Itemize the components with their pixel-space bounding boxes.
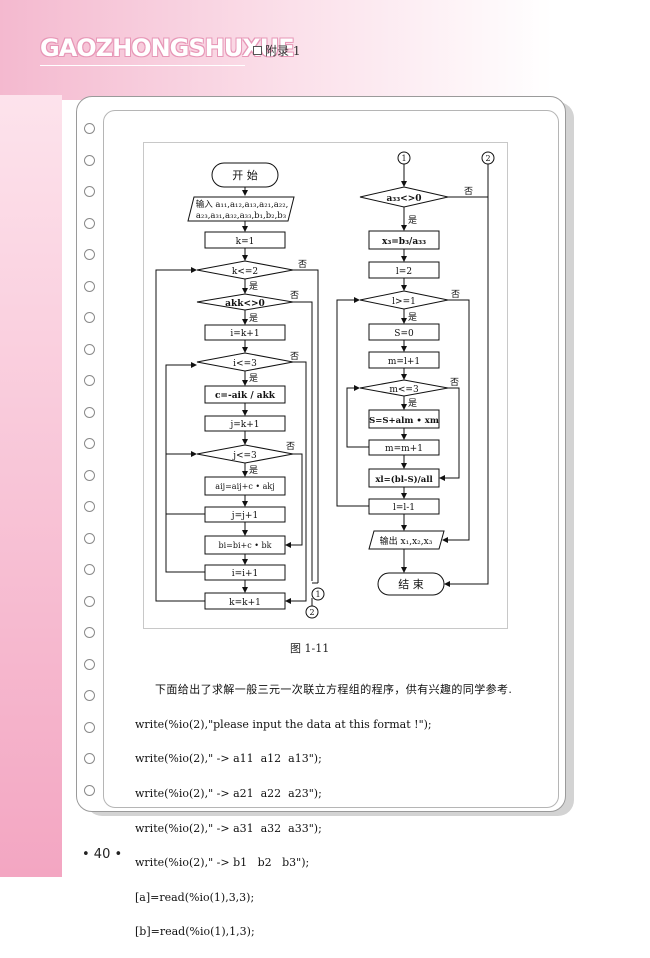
connector-1-circle-left [311, 587, 325, 601]
flowchart-figure: 开 始 输入 a₁₁,a₁₂,a₁₃,a₂₁,a₂₂, a₂₃,a₃₁,a₃₂,… [143, 142, 508, 629]
yes-label-i: 是 [249, 373, 258, 384]
code-line: write(%io(2),"please input the data at t… [135, 717, 432, 731]
binder-hole [84, 249, 95, 260]
x3-assign-label: x₃=b₃/a₃₃ [382, 237, 426, 247]
binder-hole [84, 123, 95, 134]
binder-hole [84, 533, 95, 544]
binder-hole [84, 722, 95, 733]
m-init-label: m=l+1 [388, 357, 420, 367]
binder-hole [84, 564, 95, 575]
connector-2-label-left: 2 [309, 608, 314, 617]
flowchart-svg: 开 始 输入 a₁₁,a₁₂,a₁₃,a₂₁,a₂₂, a₂₃,a₃₁,a₃₂,… [155, 151, 495, 619]
side-band [0, 95, 62, 877]
binder-hole [84, 344, 95, 355]
section-box-icon [253, 46, 262, 55]
figure-caption: 图 1-11 [290, 642, 330, 655]
xl-assign-label: xl=(bl-S)/all [375, 474, 433, 485]
connector-1-label-right: 1 [401, 154, 406, 163]
code-line: [a]=read(%io(1),3,3); [135, 890, 255, 904]
output-parallelogram [368, 530, 445, 550]
no-label-l: 否 [451, 289, 460, 300]
start-label: 开 始 [232, 168, 258, 182]
no-label-akk: 否 [290, 290, 299, 301]
yes-label-akk: 是 [249, 313, 258, 324]
s-init-label: S=0 [394, 329, 414, 339]
a33-cond-label: a₃₃<>0 [386, 194, 421, 204]
j-inc-label: j=j+1 [231, 511, 258, 521]
page-number: • 40 • [82, 847, 123, 862]
k-init-label: k=1 [236, 237, 255, 247]
header-band [0, 0, 650, 100]
yes-label-j: 是 [249, 465, 258, 476]
yes-label-l: 是 [408, 312, 417, 323]
output-label: 输出 x₁,x₂,x₃ [380, 535, 433, 547]
no-label-i: 否 [290, 351, 299, 362]
no-label-a33: 否 [464, 186, 473, 197]
j-cond-label: j<=3 [232, 451, 257, 461]
binder-hole [84, 312, 95, 323]
no-label-k: 否 [298, 259, 307, 270]
m-cond-label: m<=3 [389, 385, 419, 395]
c-assign-label: c=-aik / akk [215, 391, 276, 401]
bi-update-label: bi=bi+c • bk [218, 541, 271, 550]
binder-hole [84, 407, 95, 418]
m-inc-label: m=m+1 [385, 444, 423, 454]
binder-hole [84, 186, 95, 197]
header-rule [40, 65, 245, 66]
binder-hole [84, 501, 95, 512]
yes-label-a33: 是 [408, 215, 417, 226]
input-parallelogram [187, 196, 295, 222]
binder-hole [84, 753, 95, 764]
code-line: [b]=read(%io(1),1,3); [135, 925, 255, 939]
end-label: 结 束 [398, 578, 424, 591]
input-label-line1: 输入 a₁₁,a₁₂,a₁₃,a₂₁,a₂₂, [196, 199, 289, 210]
binder-hole [84, 470, 95, 481]
binder-hole [84, 438, 95, 449]
code-line: write(%io(2)," -> a21 a22 a23"); [135, 787, 322, 801]
binder-hole [84, 690, 95, 701]
akk-cond-label: akk<>0 [225, 299, 265, 309]
i-cond-label: i<=3 [233, 359, 257, 369]
connector-2-circle-left [305, 605, 319, 619]
binder-hole [84, 375, 95, 386]
code-line: write(%io(2)," -> a31 a32 a33"); [135, 821, 322, 835]
binder-hole [84, 785, 95, 796]
binder-hole [84, 281, 95, 292]
code-line: write(%io(2)," -> a11 a12 a13"); [135, 752, 322, 766]
connector-2-label-right: 2 [485, 154, 490, 163]
connector-1-label-left: 1 [315, 590, 320, 599]
l-cond-label: l>=1 [392, 297, 416, 307]
s-update-label: S=S+alm • xm [369, 416, 439, 426]
binder-hole [84, 596, 95, 607]
i-inc-label: i=i+1 [232, 569, 259, 579]
j-init-label: j=k+1 [229, 420, 259, 430]
code-line: write(%io(2)," -> b1 b2 b3"); [135, 856, 310, 870]
input-label-line2: a₂₃,a₃₁,a₃₂,a₃₃,b₁,b₂,b₃ [196, 211, 286, 221]
yes-label-k: 是 [249, 281, 258, 292]
series-title: GAOZHONGSHUXUE [40, 34, 295, 62]
binder-hole [84, 218, 95, 229]
no-label-m: 否 [450, 377, 459, 388]
binder-hole [84, 155, 95, 166]
section-label: 附录 1 [265, 44, 301, 58]
k-cond-label: k<=2 [232, 267, 258, 277]
k-inc-label: k=k+1 [229, 598, 261, 608]
l-init-label: l=2 [396, 267, 412, 277]
i-init-label: i=k+1 [230, 329, 259, 339]
no-label-j: 否 [286, 441, 295, 452]
code-listing: 下面给出了求解一般三元一次联立方程组的程序，供有兴趣的同学参考. write(%… [135, 664, 512, 958]
binder-hole [84, 659, 95, 670]
l-dec-label: l=l-1 [393, 503, 415, 513]
binder-hole [84, 627, 95, 638]
aij-update-label: aij=aij+c • akj [215, 482, 274, 491]
yes-label-m: 是 [408, 398, 417, 409]
intro-line: 下面给出了求解一般三元一次联立方程组的程序，供有兴趣的同学参考. [155, 683, 513, 697]
